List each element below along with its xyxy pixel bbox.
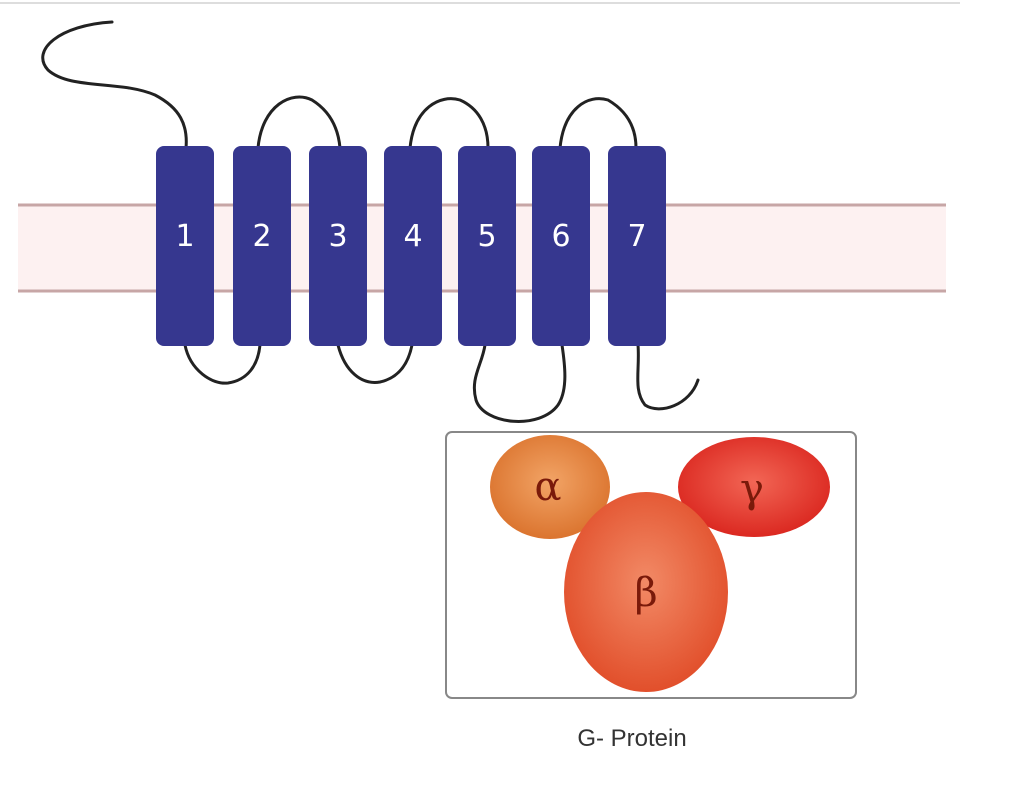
transmembrane-helices: 1 2 3 4 5 6 7 bbox=[156, 146, 666, 346]
helix-label-4: 4 bbox=[403, 219, 422, 254]
intracellular-loop-3 bbox=[472, 343, 567, 423]
helix-label-2: 2 bbox=[252, 219, 271, 254]
helix-1: 1 bbox=[156, 146, 214, 346]
helix-label-1: 1 bbox=[175, 219, 194, 254]
intracellular-loop-1 bbox=[183, 343, 262, 385]
helix-label-7: 7 bbox=[627, 219, 646, 254]
helix-label-6: 6 bbox=[551, 219, 570, 254]
extracellular-loop-3 bbox=[558, 97, 638, 150]
extracellular-loop-2 bbox=[408, 97, 490, 150]
n-terminus-loop bbox=[41, 20, 188, 150]
helix-label-3: 3 bbox=[328, 219, 347, 254]
helix-4: 4 bbox=[384, 146, 442, 346]
beta-subunit bbox=[564, 492, 728, 692]
alpha-subunit bbox=[490, 435, 610, 539]
beta-label: β bbox=[634, 570, 657, 616]
helix-2: 2 bbox=[233, 146, 291, 346]
helix-6: 6 bbox=[532, 146, 590, 346]
helix-3: 3 bbox=[309, 146, 367, 346]
intracellular-loop-2 bbox=[336, 343, 414, 384]
helix-7: 7 bbox=[608, 146, 666, 346]
extracellular-loop-1 bbox=[256, 95, 342, 150]
alpha-label: α bbox=[534, 464, 561, 510]
helix-label-5: 5 bbox=[477, 219, 496, 254]
gamma-label: γ bbox=[740, 466, 764, 512]
helix-5: 5 bbox=[458, 146, 516, 346]
c-terminus-loop bbox=[636, 343, 700, 411]
protein-loops bbox=[41, 20, 700, 423]
gamma-subunit bbox=[678, 437, 830, 537]
g-protein-caption: G- Protein bbox=[577, 725, 686, 752]
g-protein-complex: α γ β G- Protein bbox=[445, 431, 857, 752]
